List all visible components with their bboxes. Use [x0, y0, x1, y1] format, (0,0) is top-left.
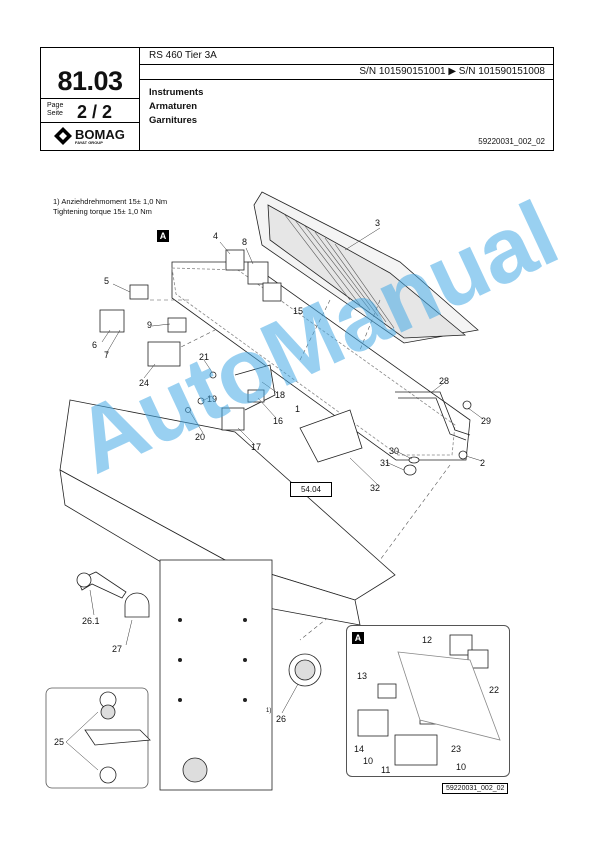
torque-note: 1) Anziehdrehmoment 15± 1,0 Nm Tightenin…: [53, 197, 168, 216]
callout-19: 19: [207, 394, 217, 404]
view-marker-a: A: [157, 230, 169, 242]
page-number: 2 / 2: [77, 102, 113, 122]
reference-box: 54.04: [290, 482, 332, 497]
callout-11: 11: [381, 765, 390, 775]
callout-21: 21: [199, 352, 209, 362]
callout-footnote: 1): [266, 708, 271, 714]
callout-4: 4: [213, 231, 218, 241]
callout-6: 6: [92, 340, 97, 350]
callout-29: 29: [481, 416, 491, 426]
callout-31: 31: [380, 458, 390, 468]
callout-26-1: 26.1: [82, 616, 100, 626]
model-name: RS 460 Tier 3A: [149, 50, 217, 61]
title-fr: Garnitures: [149, 115, 198, 126]
callout-30: 30: [389, 446, 399, 456]
callout-24: 24: [139, 378, 149, 388]
callout-25: 25: [54, 737, 64, 747]
callout-27: 27: [112, 644, 122, 654]
section-titles: Instruments Armaturen Garnitures: [149, 86, 203, 128]
section-number: 81.03: [57, 66, 123, 96]
callout-2: 2: [480, 458, 485, 468]
serial-range: S/N 101590151001 ▶ S/N 101590151008: [359, 66, 545, 77]
bomag-diamond-icon: [54, 127, 72, 145]
display-unit: [253, 191, 479, 344]
callout-3: 3: [375, 218, 380, 228]
callout-10b: 10: [456, 762, 466, 772]
callout-18: 18: [275, 390, 285, 400]
callout-9: 9: [147, 320, 152, 330]
console-housing: [59, 399, 396, 791]
title-en: Instruments: [149, 87, 204, 98]
callout-28: 28: [439, 376, 449, 386]
inset-frame: [346, 625, 510, 777]
callout-23: 23: [451, 744, 461, 754]
callout-17: 17: [251, 442, 261, 452]
callout-15: 15: [293, 306, 303, 316]
figure-number: 59220031_002_02: [442, 783, 509, 794]
callout-8: 8: [242, 237, 247, 247]
callout-13: 13: [357, 671, 367, 681]
doc-number: 59220031_002_02: [478, 137, 545, 146]
callout-12: 12: [422, 635, 432, 645]
callout-7: 7: [104, 350, 109, 360]
inset-marker-a: A: [352, 632, 364, 644]
bomag-logo: BOMAG FAYAT GROUP: [53, 126, 133, 148]
callout-16: 16: [273, 416, 283, 426]
title-de: Armaturen: [149, 101, 198, 112]
callout-5: 5: [104, 276, 109, 286]
callout-1: 1: [295, 404, 300, 414]
callout-26: 26: [276, 714, 286, 724]
callout-10a: 10: [363, 756, 373, 766]
callout-20: 20: [195, 432, 205, 442]
callout-14: 14: [354, 744, 364, 754]
callout-32: 32: [370, 483, 380, 493]
callout-22: 22: [489, 685, 499, 695]
